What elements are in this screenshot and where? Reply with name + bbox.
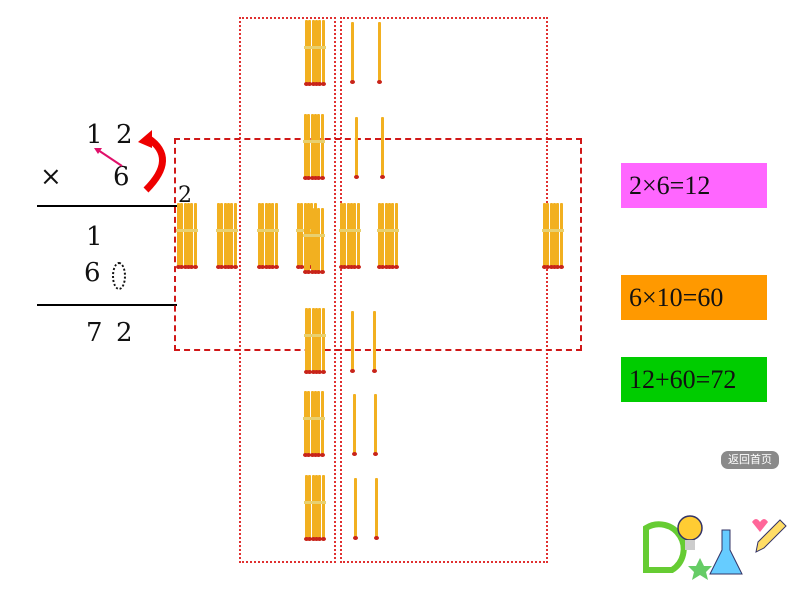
tens-column-box <box>239 17 336 563</box>
equation-box: 2×6=12 <box>621 163 767 208</box>
stick-bundle <box>304 308 326 376</box>
stick-bundle <box>257 203 279 271</box>
equation-box: 6×10=60 <box>621 275 767 320</box>
carry-label: 2 <box>178 183 192 208</box>
stick-bundle <box>304 20 326 88</box>
single-stick <box>350 311 355 373</box>
single-stick <box>373 394 378 456</box>
single-stick <box>353 478 358 540</box>
multiplicand-tens: 1 <box>86 120 103 150</box>
single-stick <box>350 22 355 84</box>
stick-bundle <box>176 203 198 271</box>
red-curved-arrow-icon <box>143 135 166 193</box>
multiplicand-ones: 2 <box>116 120 133 150</box>
stick-bundle <box>339 203 361 271</box>
partial-two-tens: 6 <box>84 258 101 288</box>
single-stick <box>354 117 359 179</box>
home-button[interactable]: 返回首页 <box>721 451 779 469</box>
ones-column-box <box>340 17 548 563</box>
stick-bundle <box>303 208 325 276</box>
multiplier: 6 <box>113 162 130 192</box>
times-sign: × <box>40 162 62 192</box>
stick-bundle <box>304 475 326 543</box>
stick-bundle <box>216 203 238 271</box>
pink-arrow-icon <box>97 149 123 167</box>
result-ones: 2 <box>116 318 133 348</box>
science-doodle-icon <box>643 515 787 580</box>
single-stick <box>380 117 385 179</box>
partial-two-zero: 0 <box>112 262 126 290</box>
single-stick <box>352 394 357 456</box>
single-stick <box>374 478 379 540</box>
stick-bundle <box>303 391 325 459</box>
single-stick <box>377 22 382 84</box>
divider-line <box>37 304 177 306</box>
arrows <box>94 130 166 193</box>
stick-bundle <box>377 203 399 271</box>
result-tens: 7 <box>86 318 103 348</box>
single-stick <box>372 311 377 373</box>
stick-bundle <box>542 203 564 271</box>
equation-box: 12+60=72 <box>621 357 767 402</box>
highlight-row-box <box>174 138 582 351</box>
divider-line <box>37 205 177 207</box>
stick-bundle <box>303 114 325 182</box>
partial-one: 1 <box>86 222 103 252</box>
